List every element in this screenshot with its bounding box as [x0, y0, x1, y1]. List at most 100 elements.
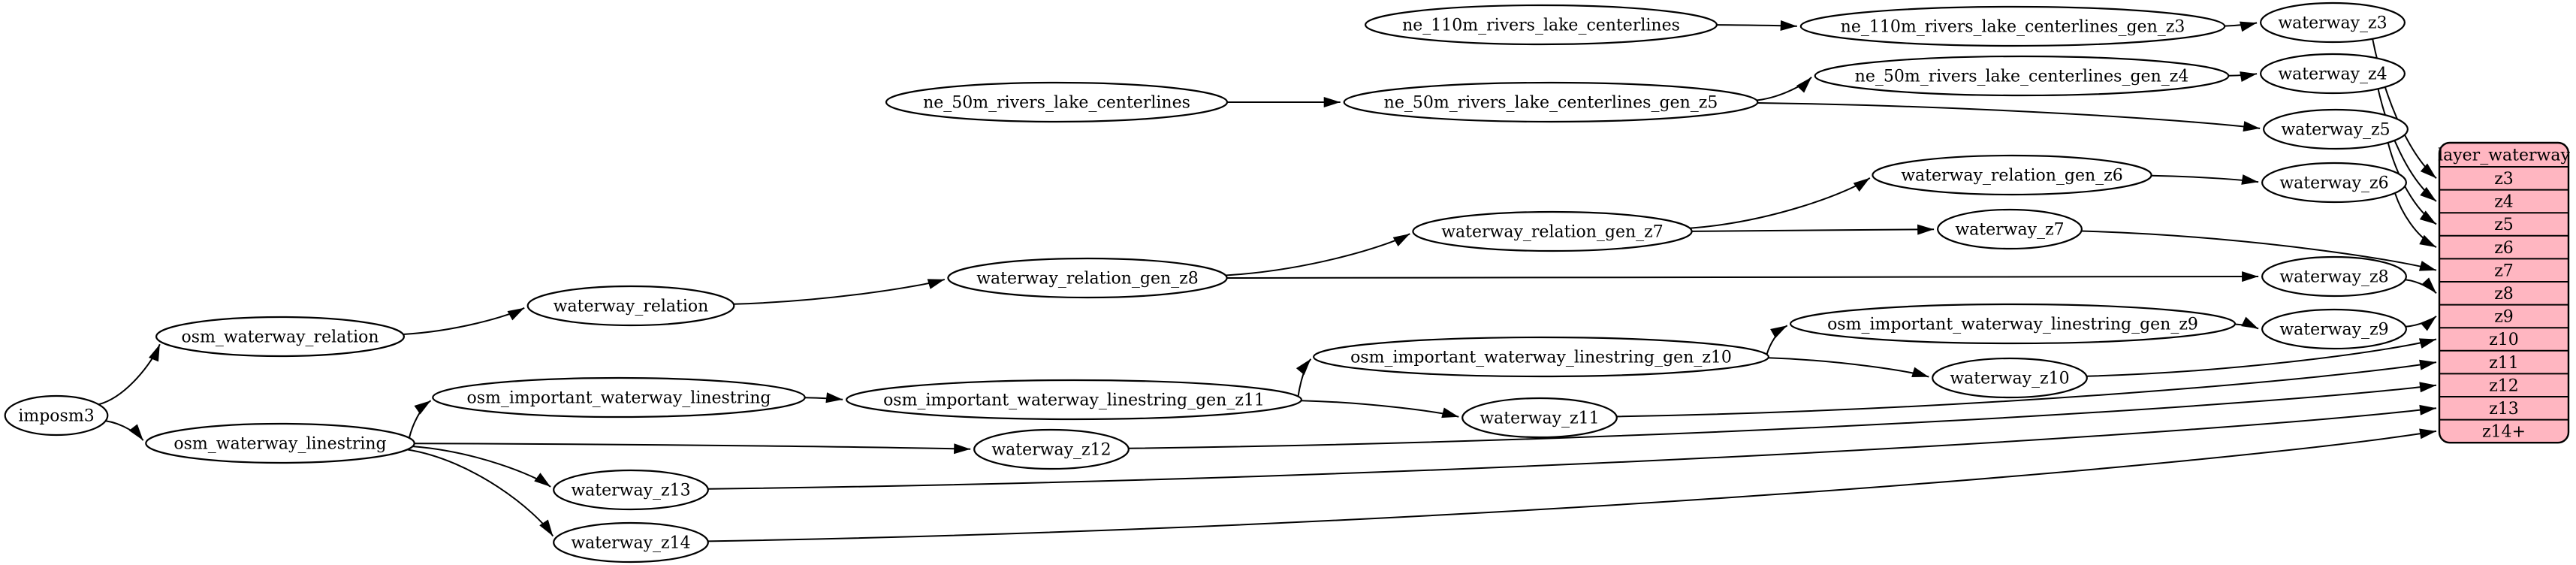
edge-waterway_z3-to-layer_waterway-z3	[2372, 38, 2437, 180]
node-ellipse	[947, 257, 1228, 299]
table-row-z7: z7	[2494, 261, 2514, 280]
table-row-z4: z4	[2494, 193, 2514, 212]
node-waterway_z8: waterway_z8	[2261, 255, 2408, 298]
table-row-z5: z5	[2494, 216, 2514, 234]
node-waterway_z7: waterway_z7	[1937, 208, 2083, 250]
node-layer: imposm3 osm_waterway_relation osm_waterway…	[4, 2, 2409, 563]
node-ellipse	[1364, 4, 1718, 46]
node-waterway_z10: waterway_z10	[1932, 357, 2088, 399]
node-ellipse	[4, 394, 109, 437]
table-row-z10: z10	[2489, 331, 2519, 349]
node-label: waterway_z6	[2279, 174, 2388, 193]
edge-ne_50m_rivers_lake_centerlines_gen_z5-to-ne_50m_rivers_lake_centerlines_gen_z4	[1756, 76, 1812, 101]
edge-waterway_z13-to-layer_waterway-z13	[707, 404, 2437, 490]
edge-osm_waterway_linestring-to-waterway_z12	[414, 443, 971, 455]
node-ellipse	[1814, 55, 2230, 97]
node-waterway_relation: waterway_relation	[526, 285, 735, 327]
node-ellipse	[1312, 336, 1769, 378]
edge-waterway_relation_gen_z7-to-waterway_relation_gen_z6	[1689, 177, 1871, 229]
node-label: waterway_z14	[571, 534, 690, 553]
node-ne_50m_rivers_lake_centerlines_gen_z5: ne_50m_rivers_lake_centerlines_gen_z5	[1343, 81, 1759, 123]
node-osm_important_waterway_linestring_gen_z10: osm_important_waterway_linestring_gen_z1…	[1312, 336, 1769, 378]
node-waterway_relation_gen_z8: waterway_relation_gen_z8	[947, 257, 1228, 299]
table-outline	[2438, 141, 2570, 444]
edge-waterway_relation_gen_z6-to-waterway_z6	[2151, 174, 2259, 185]
edge-waterway_z9-to-layer_waterway-z9	[2406, 316, 2437, 331]
edge-waterway_relation_gen_z7-to-waterway_z7	[1691, 224, 1935, 235]
node-label: ne_110m_rivers_lake_centerlines_gen_z3	[1841, 18, 2185, 37]
node-label: waterway_relation	[554, 298, 709, 316]
node-label: waterway_z3	[2278, 14, 2387, 33]
edge-osm_important_waterway_linestring-to-osm_important_waterway_linestring_gen_z11	[804, 392, 843, 403]
node-label: waterway_z13	[571, 482, 690, 500]
edge-waterway_relation_gen_z8-to-waterway_z8	[1226, 271, 2259, 282]
table-row-z3: z3	[2494, 170, 2514, 189]
node-imposm3: imposm3	[4, 394, 109, 437]
node-label: waterway_z8	[2279, 268, 2388, 287]
node-osm_important_waterway_linestring: osm_important_waterway_linestring	[432, 376, 806, 418]
node-ellipse	[432, 376, 806, 418]
node-label: waterway_z12	[991, 441, 1111, 460]
edge-waterway_relation-to-waterway_relation_gen_z8	[733, 278, 946, 305]
edge-waterway_z14-to-layer_waterway-z14+	[707, 428, 2437, 542]
node-label: waterway_z4	[2278, 65, 2387, 84]
edge-layer	[98, 20, 2437, 542]
node-osm_waterway_relation: osm_waterway_relation	[155, 316, 405, 358]
node-ellipse	[1937, 208, 2083, 250]
edge-waterway_z10-to-layer_waterway-z10	[2086, 338, 2437, 377]
node-ellipse	[155, 316, 405, 358]
edge-osm_waterway_relation-to-waterway_relation	[403, 307, 525, 335]
node-waterway_relation_gen_z7: waterway_relation_gen_z7	[1412, 210, 1693, 252]
node-label: ne_50m_rivers_lake_centerlines	[923, 94, 1190, 113]
node-label: waterway_relation_gen_z8	[976, 270, 1199, 289]
layer-waterway-table: layer_waterwayz3z4z5z6z7z8z9z10z11z12z13…	[2438, 141, 2570, 444]
node-ne_110m_rivers_lake_centerlines: ne_110m_rivers_lake_centerlines	[1364, 4, 1718, 46]
edge-imposm3-to-osm_waterway_relation	[98, 343, 161, 406]
edge-waterway_relation_gen_z8-to-waterway_relation_gen_z7	[1225, 233, 1410, 276]
node-ellipse	[1412, 210, 1693, 252]
node-label: waterway_relation_gen_z6	[1901, 167, 2123, 186]
node-waterway_z5: waterway_z5	[2263, 108, 2409, 150]
edge-osm_waterway_linestring-to-waterway_z14	[407, 449, 554, 537]
table-title: layer_waterway	[2438, 147, 2570, 165]
node-label: waterway_z10	[1950, 370, 2069, 388]
edge-waterway_z6-to-layer_waterway-z6	[2394, 192, 2437, 248]
node-ellipse	[2260, 53, 2406, 95]
node-ellipse	[1789, 303, 2237, 345]
table-row-z8: z8	[2494, 285, 2514, 304]
node-osm_important_waterway_linestring_gen_z9: osm_important_waterway_linestring_gen_z9	[1789, 303, 2237, 345]
node-ellipse	[2261, 255, 2408, 298]
node-label: osm_important_waterway_linestring_gen_z1…	[883, 391, 1265, 410]
table-row-z11: z11	[2489, 354, 2519, 373]
edge-osm_important_waterway_linestring_gen_z10-to-osm_important_waterway_linestring_gen_z9	[1766, 325, 1788, 355]
node-label: ne_50m_rivers_lake_centerlines_gen_z5	[1384, 94, 1718, 113]
node-waterway_z6: waterway_z6	[2261, 162, 2408, 204]
node-label: waterway_z5	[2281, 121, 2390, 140]
edge-osm_important_waterway_linestring_gen_z10-to-waterway_z10	[1768, 357, 1929, 378]
node-ellipse	[2263, 108, 2409, 150]
node-ellipse	[2261, 162, 2408, 204]
node-osm_waterway_linestring: osm_waterway_linestring	[145, 422, 415, 464]
edge-waterway_z8-to-layer_waterway-z8	[2405, 277, 2437, 295]
node-waterway_z11: waterway_z11	[1461, 397, 1618, 439]
node-label: waterway_z7	[1955, 221, 2064, 240]
edge-imposm3-to-osm_waterway_linestring	[105, 420, 144, 441]
table-row-z6: z6	[2494, 239, 2514, 258]
node-ellipse	[526, 285, 735, 327]
node-ellipse	[553, 521, 709, 563]
node-label: imposm3	[18, 407, 94, 426]
table-row-z9: z9	[2494, 308, 2514, 327]
node-waterway_relation_gen_z6: waterway_relation_gen_z6	[1872, 154, 2152, 196]
edge-ne_110m_rivers_lake_centerlines-to-ne_110m_rivers_lake_centerlines_gen_z3	[1716, 20, 1797, 32]
node-ellipse	[1799, 5, 2226, 47]
node-ellipse	[1932, 357, 2088, 399]
node-label: osm_important_waterway_linestring_gen_z9	[1827, 316, 2198, 334]
node-label: waterway_relation_gen_z7	[1441, 223, 1664, 242]
edge-waterway_z5-to-layer_waterway-z5	[2387, 142, 2437, 225]
node-label: osm_important_waterway_linestring_gen_z1…	[1350, 349, 1732, 367]
node-ellipse	[845, 379, 1302, 421]
node-waterway_z3: waterway_z3	[2260, 2, 2406, 44]
edge-ne_50m_rivers_lake_centerlines_gen_z5-to-waterway_z5	[1757, 102, 2261, 132]
edge-waterway_z12-to-layer_waterway-z12	[1128, 382, 2437, 449]
